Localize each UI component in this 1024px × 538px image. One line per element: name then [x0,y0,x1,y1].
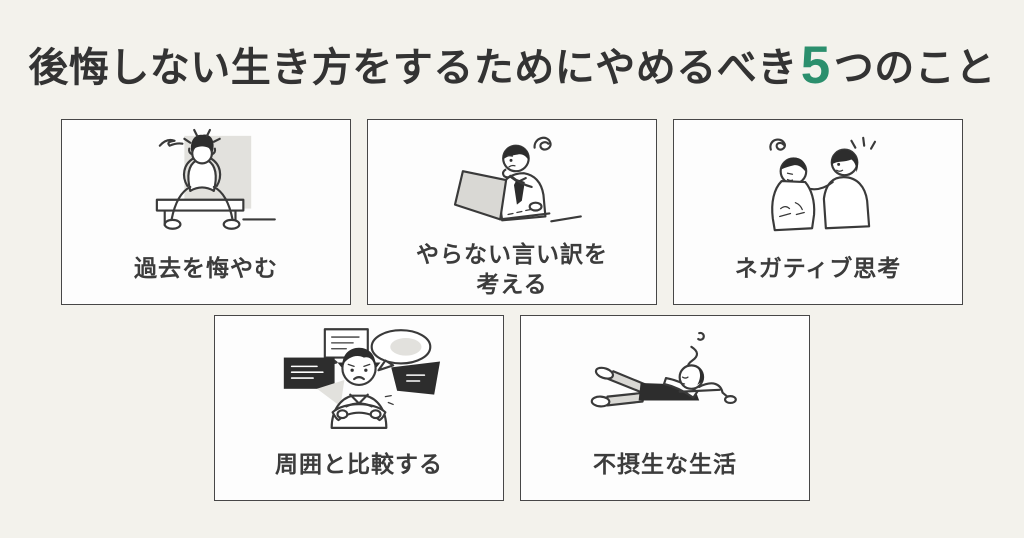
card-label: 不摂生な生活 [593,451,737,478]
card-excuses: やらない言い訳を 考える [367,119,657,305]
card-label: 過去を悔やむ [134,255,278,282]
card-label-zone: 周囲と比較する [275,440,443,500]
card-label: ネガティブ思考 [734,255,902,282]
cards-row-top: 過去を悔やむ [0,119,1024,305]
person-lying-on-floor-icon [582,322,748,440]
page-title: 後悔しない生き方をするためにやめるべき5つのこと [0,32,1024,101]
card-label: 周囲と比較する [275,451,443,478]
title-suffix: つのこと [833,46,996,90]
card-comparing-with-others: 周囲と比較する [214,315,504,501]
card-label-zone: 過去を悔やむ [134,244,278,304]
card-unhealthy-lifestyle: 不摂生な生活 [520,315,810,501]
cards-row-bottom: 周囲と比較する [0,315,1024,501]
card-label-zone: やらない言い訳を 考える [416,240,608,310]
title-number-highlight: 5 [800,36,831,95]
card-negative-thinking: ネガティブ思考 [673,119,963,305]
card-label: やらない言い訳を 考える [416,241,608,297]
person-crossed-arms-speech-bubbles-icon [276,322,442,440]
card-label-zone: ネガティブ思考 [735,244,902,304]
person-holding-head-on-bench-icon [127,126,285,244]
person-consoled-by-friend-icon [739,126,897,244]
card-label-zone: 不摂生な生活 [593,440,737,500]
person-thinking-at-laptop-icon [433,126,591,240]
card-regret-past: 過去を悔やむ [61,119,351,305]
title-prefix: 後悔しない生き方をするためにやめるべき [28,46,798,90]
